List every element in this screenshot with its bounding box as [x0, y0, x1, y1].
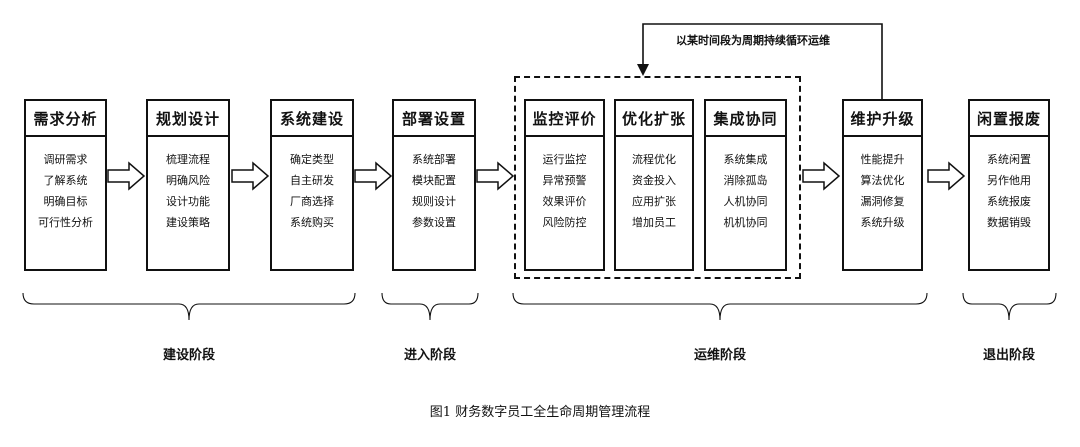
loop-label: 以某时间段为周期持续循环运维: [676, 34, 830, 47]
stage-item: 另作他用: [987, 174, 1031, 187]
stage-box-idle-scrap: 闲置报废 系统闲置 另作他用 系统报废 数据销毁: [968, 99, 1050, 271]
stage-item: 资金投入: [632, 174, 676, 187]
stage-box-integration-collaboration: 集成协同 系统集成 消除孤岛 人机协同 机机协同: [704, 99, 787, 271]
stage-item: 可行性分析: [38, 216, 93, 229]
phase-label-entry: 进入阶段: [403, 348, 456, 363]
flow-arrow-icon: [802, 161, 841, 191]
stage-title: 部署设置: [394, 101, 474, 137]
stage-item: 系统闲置: [987, 153, 1031, 166]
stage-title: 优化扩张: [616, 101, 692, 137]
stage-item: 系统报废: [987, 195, 1031, 208]
flow-arrow-icon: [354, 161, 393, 191]
stage-title: 需求分析: [26, 101, 105, 137]
stage-item: 系统购买: [290, 216, 334, 229]
stage-item: 性能提升: [860, 153, 905, 166]
stage-item: 系统升级: [860, 216, 905, 229]
stage-item: 系统部署: [412, 153, 456, 166]
stage-item: 梳理流程: [166, 153, 210, 166]
stage-item: 建设策略: [166, 216, 210, 229]
stage-item: 厂商选择: [290, 195, 334, 208]
stage-item: 效果评价: [542, 195, 587, 208]
phase-brace-icon: [22, 292, 356, 321]
stage-title: 系统建设: [272, 101, 352, 137]
stage-item: 算法优化: [860, 174, 905, 187]
stage-item: 消除孤岛: [723, 174, 768, 187]
flow-arrow-icon: [107, 161, 146, 191]
stage-box-maintenance-upgrade: 维护升级 性能提升 算法优化 漏洞修复 系统升级: [842, 99, 923, 271]
phase-label-operation: 运维阶段: [693, 348, 746, 363]
stage-box-optimization-expansion: 优化扩张 流程优化 资金投入 应用扩张 增加员工: [614, 99, 694, 271]
stage-title: 规划设计: [148, 101, 228, 137]
stage-item: 漏洞修复: [860, 195, 905, 208]
stage-item: 明确风险: [166, 174, 210, 187]
stage-item: 机机协同: [723, 216, 768, 229]
stage-box-deployment-setup: 部署设置 系统部署 模块配置 规则设计 参数设置: [392, 99, 476, 271]
stage-item: 运行监控: [542, 153, 587, 166]
loop-back-arrow-icon: [637, 23, 883, 99]
stage-item: 规则设计: [412, 195, 456, 208]
phase-label-exit: 退出阶段: [982, 348, 1035, 363]
stage-item: 流程优化: [632, 153, 676, 166]
stage-box-monitoring-evaluation: 监控评价 运行监控 异常预警 效果评价 风险防控: [524, 99, 605, 271]
flow-arrow-icon: [476, 161, 515, 191]
phase-brace-icon: [962, 292, 1057, 321]
phase-brace-icon: [381, 292, 479, 321]
phase-brace-icon: [512, 292, 928, 321]
stage-item: 自主研发: [290, 174, 334, 187]
stage-box-planning-design: 规划设计 梳理流程 明确风险 设计功能 建设策略: [146, 99, 230, 271]
stage-item: 增加员工: [632, 216, 676, 229]
stage-item: 应用扩张: [632, 195, 676, 208]
stage-item: 系统集成: [723, 153, 768, 166]
stage-box-demand-analysis: 需求分析 调研需求 了解系统 明确目标 可行性分析: [24, 99, 107, 271]
flow-arrow-icon: [927, 161, 966, 191]
stage-item: 参数设置: [412, 216, 456, 229]
stage-item: 确定类型: [290, 153, 334, 166]
stage-item: 异常预警: [542, 174, 587, 187]
figure-caption: 图1 财务数字员工全生命周期管理流程: [429, 405, 651, 420]
stage-title: 集成协同: [706, 101, 785, 137]
stage-item: 模块配置: [412, 174, 456, 187]
phase-label-construction: 建设阶段: [162, 348, 215, 363]
stage-box-system-construction: 系统建设 确定类型 自主研发 厂商选择 系统购买: [270, 99, 354, 271]
stage-title: 维护升级: [844, 101, 921, 137]
flow-arrow-icon: [231, 161, 270, 191]
stage-item: 人机协同: [723, 195, 768, 208]
stage-title: 监控评价: [526, 101, 603, 137]
stage-item: 风险防控: [542, 216, 587, 229]
stage-item: 了解系统: [43, 174, 88, 187]
om-stage-group-dashed-border: [514, 76, 801, 279]
stage-item: 设计功能: [166, 195, 210, 208]
stage-item: 数据销毁: [987, 216, 1031, 229]
stage-item: 调研需求: [43, 153, 88, 166]
stage-title: 闲置报废: [970, 101, 1048, 137]
stage-item: 明确目标: [43, 195, 88, 208]
